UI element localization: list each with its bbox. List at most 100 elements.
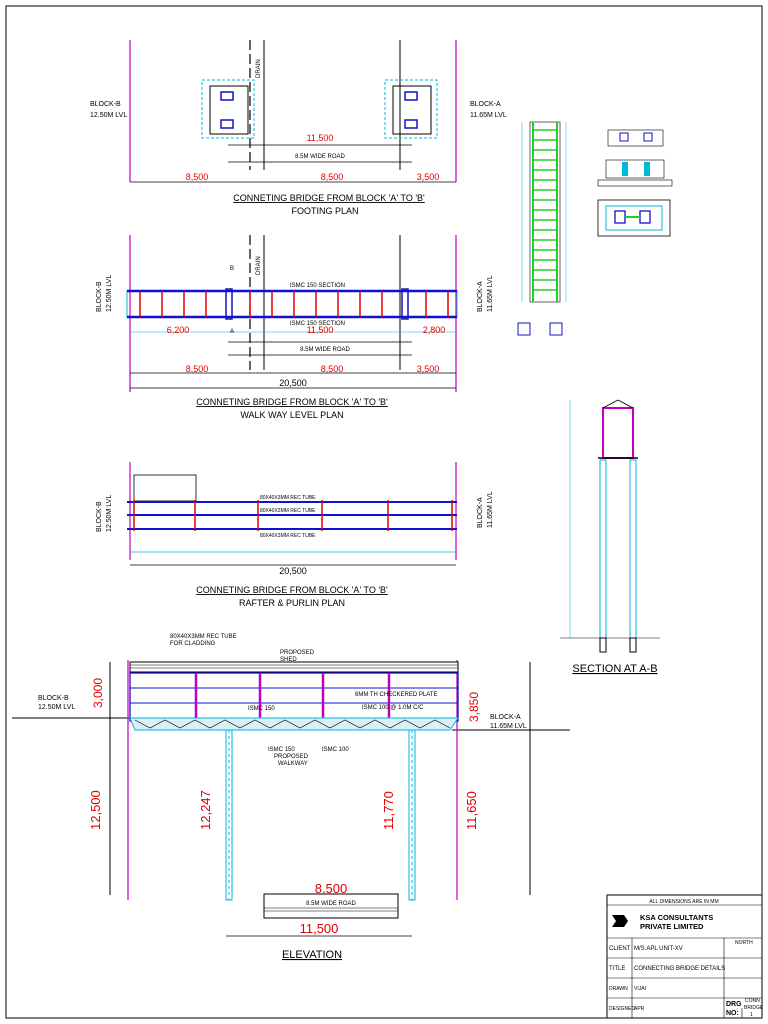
footing-block-b-level: 12.50M LVL (90, 112, 127, 119)
titleblock-drawn-label: DRAWN (609, 986, 628, 992)
walkway-dim-c: 2,800 (423, 325, 446, 335)
walkway-dim-total: 20,500 (279, 378, 307, 388)
titleblock-no-label: NO: (726, 1010, 739, 1017)
walkway-dim-mid: 8,500 (321, 364, 344, 374)
elevation-block-b-label: BLOCK-B (38, 695, 69, 702)
walkway-title-line2: WALK WAY LEVEL PLAN (240, 410, 343, 420)
company-logo (612, 915, 628, 927)
elevation-block-a-level: 11.65M LVL (490, 723, 527, 730)
elevation-title: ELEVATION (282, 949, 342, 961)
elevation-dim-8500: 8,500 (315, 881, 348, 896)
footing-left (201, 79, 255, 139)
walkway-dim-right: 3,500 (417, 364, 440, 374)
rafter-tube-label-1: 80X40X3MM REC TUBE (260, 495, 316, 501)
elevation-dim-11500: 11,500 (300, 921, 339, 936)
titleblock-title-label: TITLE (609, 966, 625, 972)
walkway-section-b-marker: B (230, 266, 234, 272)
titleblock-designed: APR (634, 1006, 645, 1012)
titleblock-company-line1: KSA CONSULTANTS (640, 913, 713, 922)
elevation-shed-label-2: SHED (280, 657, 297, 663)
elevation-ismc150-label: ISMC 150 (248, 706, 275, 712)
elevation-dim-11770: 11,770 (381, 791, 396, 830)
elevation-block-a-label: BLOCK-A (490, 714, 521, 721)
rafter-block-b-level: 12.50M LVL (106, 495, 113, 532)
rafter-tube-label-2: 80X40X3MM REC TUBE (260, 508, 316, 514)
footing-title-line2: FOOTING PLAN (291, 206, 358, 216)
rafter-block-a-level: 11.65M LVL (487, 491, 494, 528)
rafter-tube-label-3: 80X40X3MM REC TUBE (260, 533, 316, 539)
walkway-plan: BLOCK-B 12.50M LVL BLOCK-A 11.65M LVL DR… (96, 235, 494, 420)
elevation-ismc150b-label: ISMC 150 (268, 747, 295, 753)
titleblock-north-label: NORTH (735, 940, 753, 946)
elevation-ismc100-label: ISMC 100 (322, 747, 349, 753)
rafter-members (133, 500, 453, 531)
titleblock-company-line2: PRIVATE LIMITED (640, 922, 704, 931)
footing-dim-left: 8,500 (186, 172, 209, 182)
elevation-detail-right (517, 121, 567, 336)
titleblock-client: M/S.APL UNIT-XV (634, 946, 683, 952)
titleblock-drg-no-line1: CONN (745, 998, 760, 1004)
walkway-block-a-level: 11.65M LVL (487, 275, 494, 312)
walkway-title-line1: CONNETING BRIDGE FROM BLOCK 'A' TO 'B' (196, 397, 388, 407)
title-block: ALL DIMENSIONS ARE IN MM KSA CONSULTANTS… (606, 894, 764, 1019)
walkway-dim-left: 8,500 (186, 364, 209, 374)
elevation-dim-3000: 3,000 (91, 678, 105, 708)
elevation-dim-12500: 12,500 (88, 790, 103, 830)
titleblock-dimensions-note: ALL DIMENSIONS ARE IN MM (649, 899, 718, 905)
elevation-dim-3850: 3,850 (467, 692, 481, 722)
section-ab-title: SECTION AT A-B (572, 663, 657, 675)
elevation-block-b-level: 12.50M LVL (38, 704, 75, 711)
elevation-walkway-label-1: PROPOSED (274, 754, 309, 760)
elevation-cladding-label-2: FOR CLADDING (170, 641, 216, 647)
rafter-title-line1: CONNETING BRIDGE FROM BLOCK 'A' TO 'B' (196, 585, 388, 595)
rafter-title-line2: RAFTER & PURLIN PLAN (239, 598, 345, 608)
elevation-cladding-label-1: 80X40X3MM REC TUBE (170, 634, 237, 640)
titleblock-client-label: CLIENT (609, 946, 631, 952)
walkway-ismc-top-label: ISMC 150 SECTION (290, 283, 345, 289)
walkway-section-a-marker: A (230, 329, 234, 335)
elevation-shed-label-1: PROPOSED (280, 650, 315, 656)
footing-detail-right (597, 129, 673, 237)
elevation-dim-11650: 11,650 (464, 791, 479, 830)
walkway-cross-members (139, 291, 449, 317)
footing-road-label: 8.5M WIDE ROAD (295, 154, 345, 160)
elevation-posts (194, 673, 391, 718)
titleblock-drg-no-line3: 1 (750, 1012, 753, 1018)
titleblock-drg-no-line2: BRIDGE (744, 1005, 764, 1011)
titleblock-designed-label: DESIGNED (609, 1006, 636, 1012)
walkway-dim-b: 11,500 (307, 325, 334, 335)
footing-title-line1: CONNETING BRIDGE FROM BLOCK 'A' TO 'B' (233, 193, 425, 203)
walkway-dim-a: 6,200 (167, 325, 190, 335)
section-ab: SECTION AT A-B (560, 399, 660, 675)
footing-block-a-label: BLOCK-A (470, 101, 501, 108)
titleblock-title: CONNECTING BRIDGE DETAILS (634, 966, 725, 972)
elevation-road-label: 8.5M WIDE ROAD (306, 901, 356, 907)
elevation-dim-12247: 12,247 (198, 790, 213, 830)
elevation: 80X40X3MM REC TUBE FOR CLADDING PROPOSED… (12, 634, 570, 961)
walkway-block-b-level: 12.50M LVL (106, 275, 113, 312)
footing-span-dimension: 11,500 (307, 133, 334, 143)
footing-plan: BLOCK-B 12.50M LVL BLOCK-A 11.65M LVL DR… (90, 40, 507, 216)
rafter-plan: BLOCK-B 12.50M LVL BLOCK-A 11.65M LVL 80… (96, 462, 494, 608)
footing-drain-label: DRAIN (256, 59, 262, 78)
elevation-ismc100-cc-label: ISMC 100 @ 1.0M C/C (362, 705, 424, 711)
rafter-block-a-label: BLOCK-A (477, 497, 484, 528)
rafter-dim-total: 20,500 (279, 566, 307, 576)
titleblock-drawn: VIJAI (634, 986, 646, 992)
rafter-block-b-label: BLOCK-B (96, 501, 103, 532)
walkway-drain-label: DRAIN (256, 256, 262, 275)
walkway-block-b-label: BLOCK-B (96, 281, 103, 312)
titleblock-drg-label: DRG (726, 1001, 742, 1008)
footing-block-b-label: BLOCK-B (90, 101, 121, 108)
walkway-road-label: 8.5M WIDE ROAD (300, 347, 350, 353)
elevation-plate-label: 6MM TH CHECKERED PLATE (355, 692, 437, 698)
footing-dim-right: 3,500 (417, 172, 440, 182)
footing-dim-mid: 8,500 (321, 172, 344, 182)
sheet-border (5, 5, 763, 1019)
walkway-ismc-bottom-label: ISMC 150 SECTION (290, 321, 345, 327)
footing-block-a-level: 11.65M LVL (470, 112, 507, 119)
walkway-block-a-label: BLOCK-A (477, 281, 484, 312)
elevation-walkway-label-2: WALKWAY (278, 761, 308, 767)
footing-right (384, 79, 438, 139)
